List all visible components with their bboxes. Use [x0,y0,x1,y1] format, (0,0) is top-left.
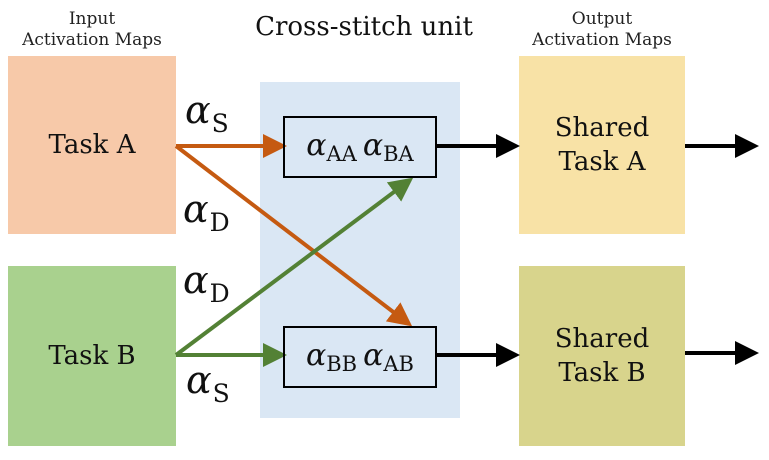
input-caption-line1: Input [68,9,116,29]
weight-label-top-same: αS [185,88,229,138]
input-task-a-label: Task A [48,130,136,160]
output-b-line1: Shared [554,324,650,354]
output-a-line2: Task A [558,147,646,177]
alpha-aa: αAA [306,128,357,166]
output-box-shared-b: Shared Task B [519,266,685,446]
weight-label-bottom-different: αD [183,258,230,308]
input-box-task-a: Task A [8,56,176,234]
weight-label-bottom-same: αS [186,358,230,408]
cross-stitch-cell-bottom: αBB αAB [283,326,437,388]
output-caption-line2: Activation Maps [532,30,672,50]
input-caption-line2: Activation Maps [22,30,162,50]
weight-label-top-different: αD [183,187,230,237]
alpha-ab: αAB [363,338,414,376]
arrow-a-to-bottom-cell [174,144,413,327]
output-a-line1: Shared [554,113,650,143]
input-box-task-b: Task B [8,266,176,446]
alpha-bb: αBB [305,338,358,376]
unit-title: Cross-stitch unit [255,12,473,42]
cross-stitch-cell-top: αAA αBA [283,116,437,178]
output-caption-line1: Output [571,9,633,29]
output-box-shared-a: Shared Task A [519,56,685,234]
cross-stitch-panel [260,82,460,418]
arrow-b-to-top-cell [174,177,414,357]
output-b-line2: Task B [558,358,646,388]
alpha-ba: αBA [362,128,414,166]
output-caption: Output Activation Maps [519,9,685,51]
input-task-b-label: Task B [48,341,136,371]
input-caption: Input Activation Maps [8,9,176,51]
